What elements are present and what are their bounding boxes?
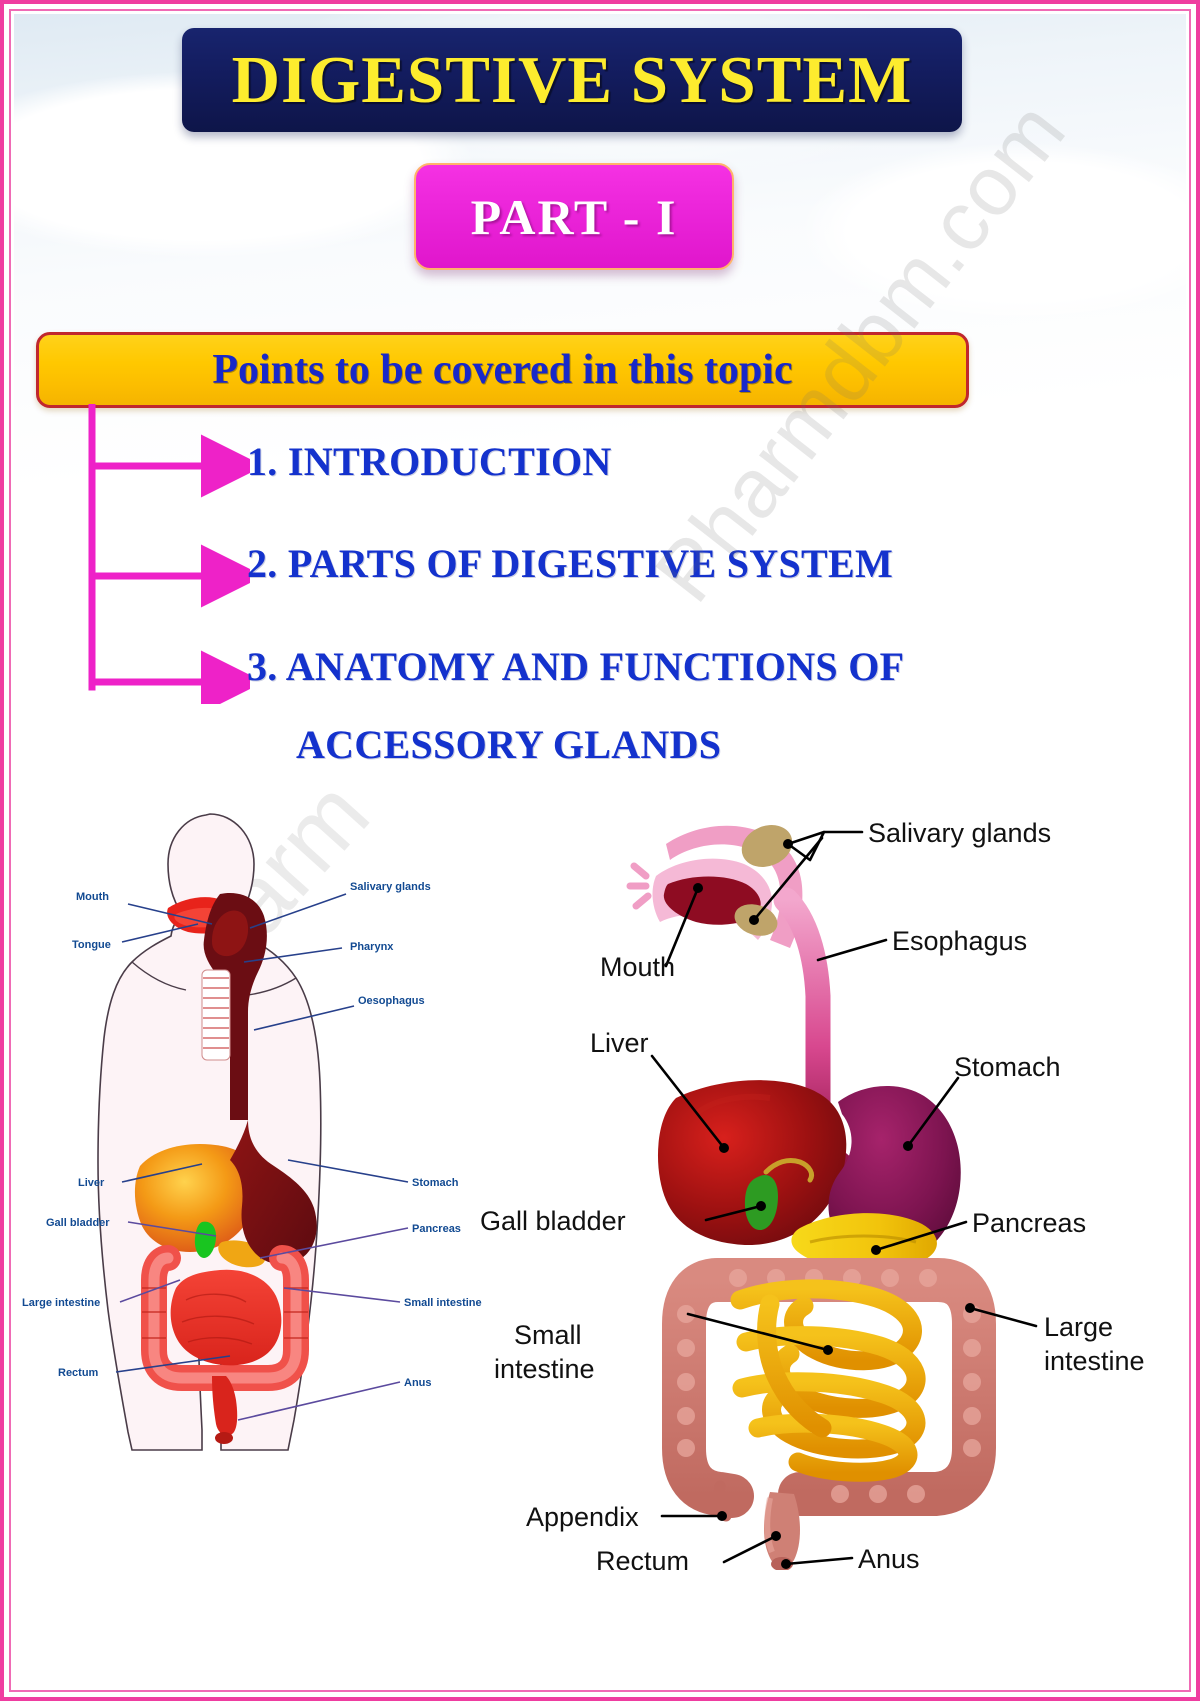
right-label-small-intestine-line1: Small [514,1320,582,1350]
right-label-gall-bladder: Gall bladder [480,1206,626,1236]
right-diagram-labels: Salivary glands Mouth Esophagus Liver St… [480,818,1145,1570]
left-label-anus: Anus [404,1377,432,1389]
right-label-stomach: Stomach [954,1052,1061,1082]
right-label-appendix: Appendix [526,1502,639,1532]
title-banner: DIGESTIVE SYSTEM [182,28,962,132]
topic-item-3-line2[interactable]: ACCESSORY GLANDS [296,722,722,767]
left-label-salivary-glands: Salivary glands [350,881,431,893]
right-label-esophagus: Esophagus [892,926,1027,956]
left-diagram-leaders [115,893,409,1421]
left-diagram-labels: Mouth Tongue Salivary glands Pharynx Oes… [22,881,482,1389]
rectum-anus-organ [764,1492,800,1570]
human-body-digestive-diagram: Mouth Tongue Salivary glands Pharynx Oes… [22,813,482,1451]
left-label-mouth: Mouth [76,891,109,903]
left-label-gall-bladder: Gall bladder [46,1217,110,1229]
liver-organ [657,1080,847,1246]
left-label-stomach: Stomach [412,1177,459,1189]
right-label-small-intestine-line2: intestine [494,1354,595,1384]
pharynx-esophagus-shape [203,892,267,1120]
small-intestine-organ [730,1279,926,1482]
page-title: DIGESTIVE SYSTEM [231,42,913,117]
right-label-rectum: Rectum [596,1546,689,1570]
topic-item-1[interactable]: 1. INTRODUCTION [247,439,612,484]
right-label-large-intestine-line2: intestine [1044,1346,1145,1376]
right-diagram-leaders [650,830,1038,1569]
left-label-large-intestine: Large intestine [22,1297,100,1309]
points-heading-label: Points to be covered in this topic [212,347,793,393]
right-label-salivary-glands: Salivary glands [868,818,1051,848]
left-label-liver: Liver [78,1177,105,1189]
digestive-organs-diagram: Salivary glands Mouth Esophagus Liver St… [480,818,1145,1570]
bracket-arrows [88,404,250,704]
left-label-tongue: Tongue [72,939,111,951]
part-badge: PART - I [414,163,734,270]
topic-item-3[interactable]: 3. ANATOMY AND FUNCTIONS OF [247,644,905,689]
right-label-pancreas: Pancreas [972,1208,1086,1238]
large-intestine-organ [662,1258,996,1518]
small-intestine-shape [170,1269,282,1366]
rectum-anus-shape [212,1376,238,1444]
right-label-anus: Anus [858,1544,920,1570]
left-label-rectum: Rectum [58,1367,99,1379]
left-label-pancreas: Pancreas [412,1223,461,1235]
left-label-oesophagus: Oesophagus [358,995,425,1007]
part-badge-label: PART - I [470,188,678,245]
gall-bladder-shape [194,1221,216,1258]
left-label-pharynx: Pharynx [350,941,394,953]
points-heading-bar: Points to be covered in this topic [36,332,969,408]
mouth-salivary-shape [626,825,803,948]
stomach-shape [230,1120,317,1265]
liver-shape [134,1144,260,1252]
left-label-small-intestine: Small intestine [404,1297,482,1309]
trachea-rings [201,969,231,1061]
right-label-large-intestine-line1: Large [1044,1312,1113,1342]
topic-item-2[interactable]: 2. PARTS OF DIGESTIVE SYSTEM [247,541,894,586]
right-label-liver: Liver [590,1028,649,1058]
right-label-mouth: Mouth [600,952,675,982]
